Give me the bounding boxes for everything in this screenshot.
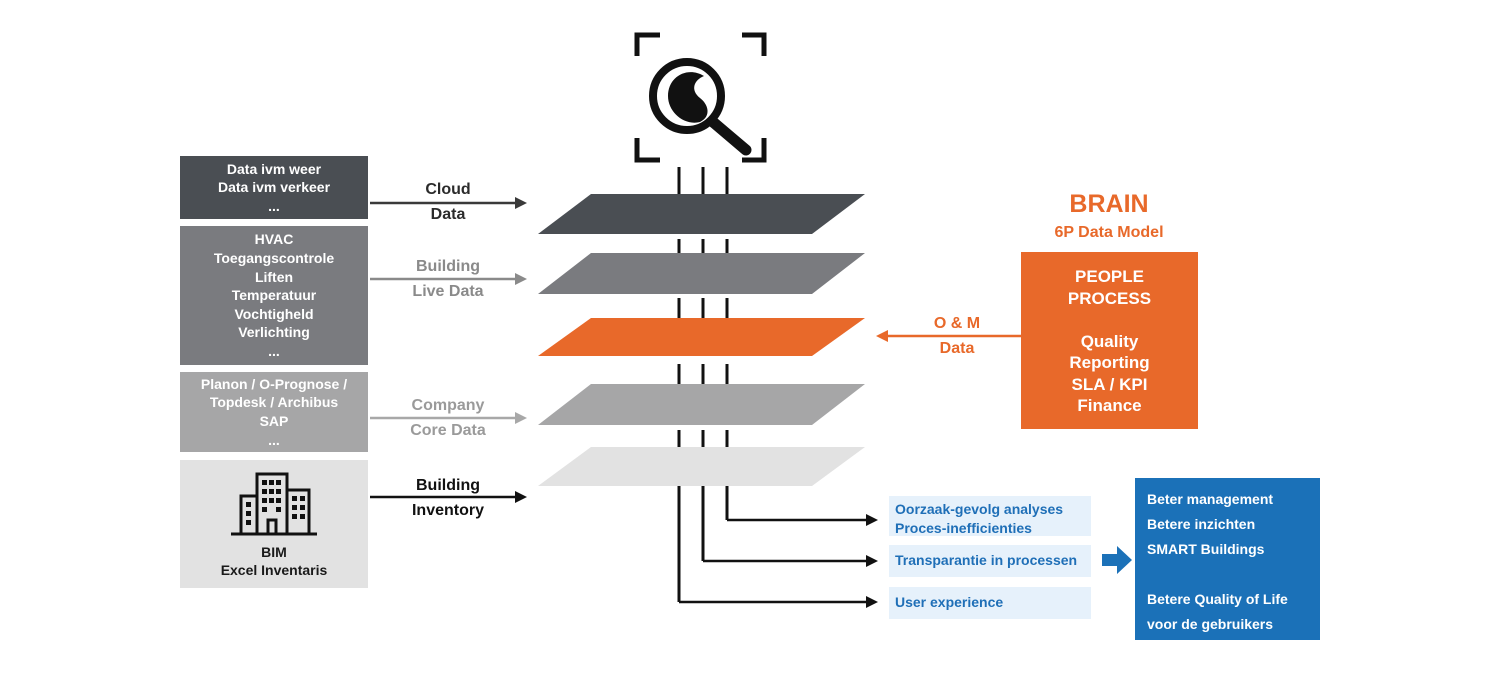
text-line: Data (430, 206, 466, 223)
layer-inventory (538, 447, 865, 486)
text-line: Liften (254, 268, 294, 285)
text-line (1021, 309, 1198, 331)
text-line: Finance (1077, 396, 1142, 415)
text-line: PEOPLE (1075, 267, 1144, 286)
text-line: ... (268, 342, 280, 359)
text-line: Reporting (1069, 353, 1150, 372)
label-om-data: O & M Data (877, 311, 1037, 361)
output-ux-box: User experience (889, 587, 1091, 619)
brain-subtitle: 6P Data Model (1054, 224, 1164, 241)
text-line: Company (411, 397, 485, 414)
text-line: Temperatuur (231, 287, 317, 304)
text-line: Quality (1080, 331, 1139, 351)
text-line: Building (416, 477, 480, 494)
text-line: Toegangscontrole (213, 250, 335, 267)
text-line: Betere Quality of Life (1147, 591, 1288, 607)
building-icon (231, 472, 317, 536)
text-line: HVAC (254, 231, 294, 248)
text-line: Core Data (410, 422, 486, 439)
text-line: Inventory (411, 502, 484, 519)
input-arrows (370, 197, 527, 503)
text-line: SMART Buildings (1147, 541, 1265, 557)
text-line: Betere inzichten (1147, 516, 1256, 532)
magnifier-scan-icon (634, 32, 767, 163)
text-line (1147, 562, 1320, 587)
om-arrow (876, 330, 1021, 342)
text-line: Beter management (1147, 491, 1274, 507)
text-line: Planon / O-Prognose / (200, 375, 348, 392)
text-line: Cloud (425, 181, 471, 198)
layer-cloud (538, 194, 865, 234)
text-line: Topdesk / Archibus (209, 394, 339, 411)
text-line: Oorzaak-gevolg analyses (895, 501, 1064, 517)
text-line: ... (268, 431, 280, 448)
text-line: Vochtigheld (234, 305, 314, 322)
text-line: Proces-inefficienties (895, 520, 1032, 536)
text-line: Live Data (412, 283, 484, 300)
text-line: Data ivm weer (226, 160, 322, 177)
text-line: Data (939, 340, 975, 357)
text-line: SAP (259, 413, 289, 429)
text-line: BIM (261, 543, 287, 560)
layer-live (538, 253, 865, 294)
text-line: O & M (933, 315, 981, 332)
text-line: ... (268, 197, 280, 214)
source-inventory-box: BIM Excel Inventaris (180, 460, 368, 588)
text-line: Building (416, 258, 480, 275)
layer-core (538, 384, 865, 425)
output-transparency-box: Transparantie in processen (889, 545, 1091, 577)
text-line: Excel Inventaris (220, 562, 328, 579)
output-arrows (679, 518, 868, 604)
layer-brain (538, 318, 865, 356)
text-line: Transparantie in processen (895, 552, 1078, 568)
text-line: voor de gebruikers (1147, 616, 1274, 632)
text-line: Data ivm verkeer (217, 179, 331, 196)
text-line: SLA / KPI (1071, 374, 1148, 394)
brain-title: BRAIN (1069, 190, 1149, 218)
text-line: User experience (895, 594, 1004, 610)
text-line: PROCESS (1067, 288, 1152, 308)
result-arrow (1102, 546, 1132, 574)
text-line: Verlichting (238, 324, 310, 341)
